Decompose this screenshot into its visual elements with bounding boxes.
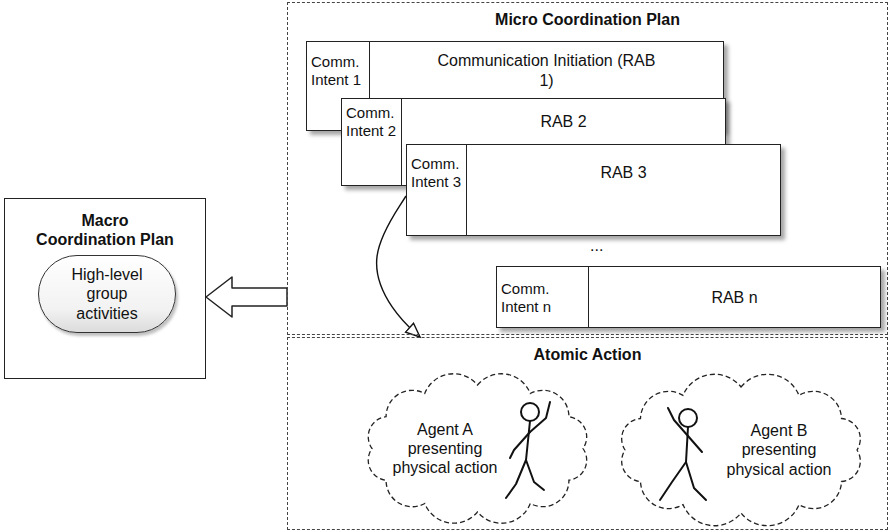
stick-figure-a bbox=[506, 402, 550, 498]
rab-label: RAB n bbox=[711, 288, 757, 307]
rab-cell: RAB n bbox=[589, 267, 880, 327]
cloud-outline bbox=[622, 374, 861, 525]
intent-cell: Comm. Intent n bbox=[497, 267, 589, 327]
rab-card: Comm. Intent n RAB n bbox=[496, 266, 881, 328]
rab-label: Communication Initiation (RAB 1) bbox=[432, 51, 662, 89]
rab-label: RAB 3 bbox=[600, 163, 646, 182]
hollow-block-arrow bbox=[206, 277, 287, 317]
macro-plan-box: High-level group activities Macro Coordin… bbox=[4, 198, 206, 379]
agent-label: Agent A presenting physical action bbox=[386, 420, 504, 478]
agent-cloud: Agent A presenting physical action bbox=[356, 369, 599, 528]
intent-label: Comm. Intent 3 bbox=[411, 155, 462, 191]
intent-cell: Comm. Intent 2 bbox=[342, 99, 402, 185]
rab-card: Comm. Intent 3 RAB 3 bbox=[406, 144, 781, 236]
rab-label: RAB 2 bbox=[540, 112, 586, 131]
heading: Macro Coordination Plan bbox=[30, 211, 180, 249]
plan-region: Agent A presenting physical action Agent … bbox=[287, 337, 888, 530]
intent-label: Comm. Intent n bbox=[501, 280, 584, 316]
activity-pill: High-level group activities bbox=[38, 255, 176, 333]
intent-label: Comm. Intent 2 bbox=[346, 104, 397, 140]
rab-cell: RAB 3 bbox=[467, 145, 780, 235]
agent-label: Agent B presenting physical action bbox=[719, 421, 839, 479]
ellipsis-label: ... bbox=[590, 236, 603, 255]
heading: Micro Coordination Plan bbox=[288, 10, 887, 29]
cloud-outline bbox=[368, 374, 586, 524]
cloud-outline bbox=[609, 371, 873, 529]
heading: Atomic Action bbox=[288, 345, 887, 364]
activity-label: High-level group activities bbox=[55, 265, 159, 323]
intent-label: Comm. Intent 1 bbox=[311, 53, 365, 89]
plan-region: Comm. Intent 1 Communication Initiation (… bbox=[287, 2, 888, 335]
intent-cell: Comm. Intent 3 bbox=[407, 145, 467, 235]
agent-cloud: Agent B presenting physical action bbox=[609, 371, 873, 529]
stick-figure-b bbox=[660, 408, 706, 500]
